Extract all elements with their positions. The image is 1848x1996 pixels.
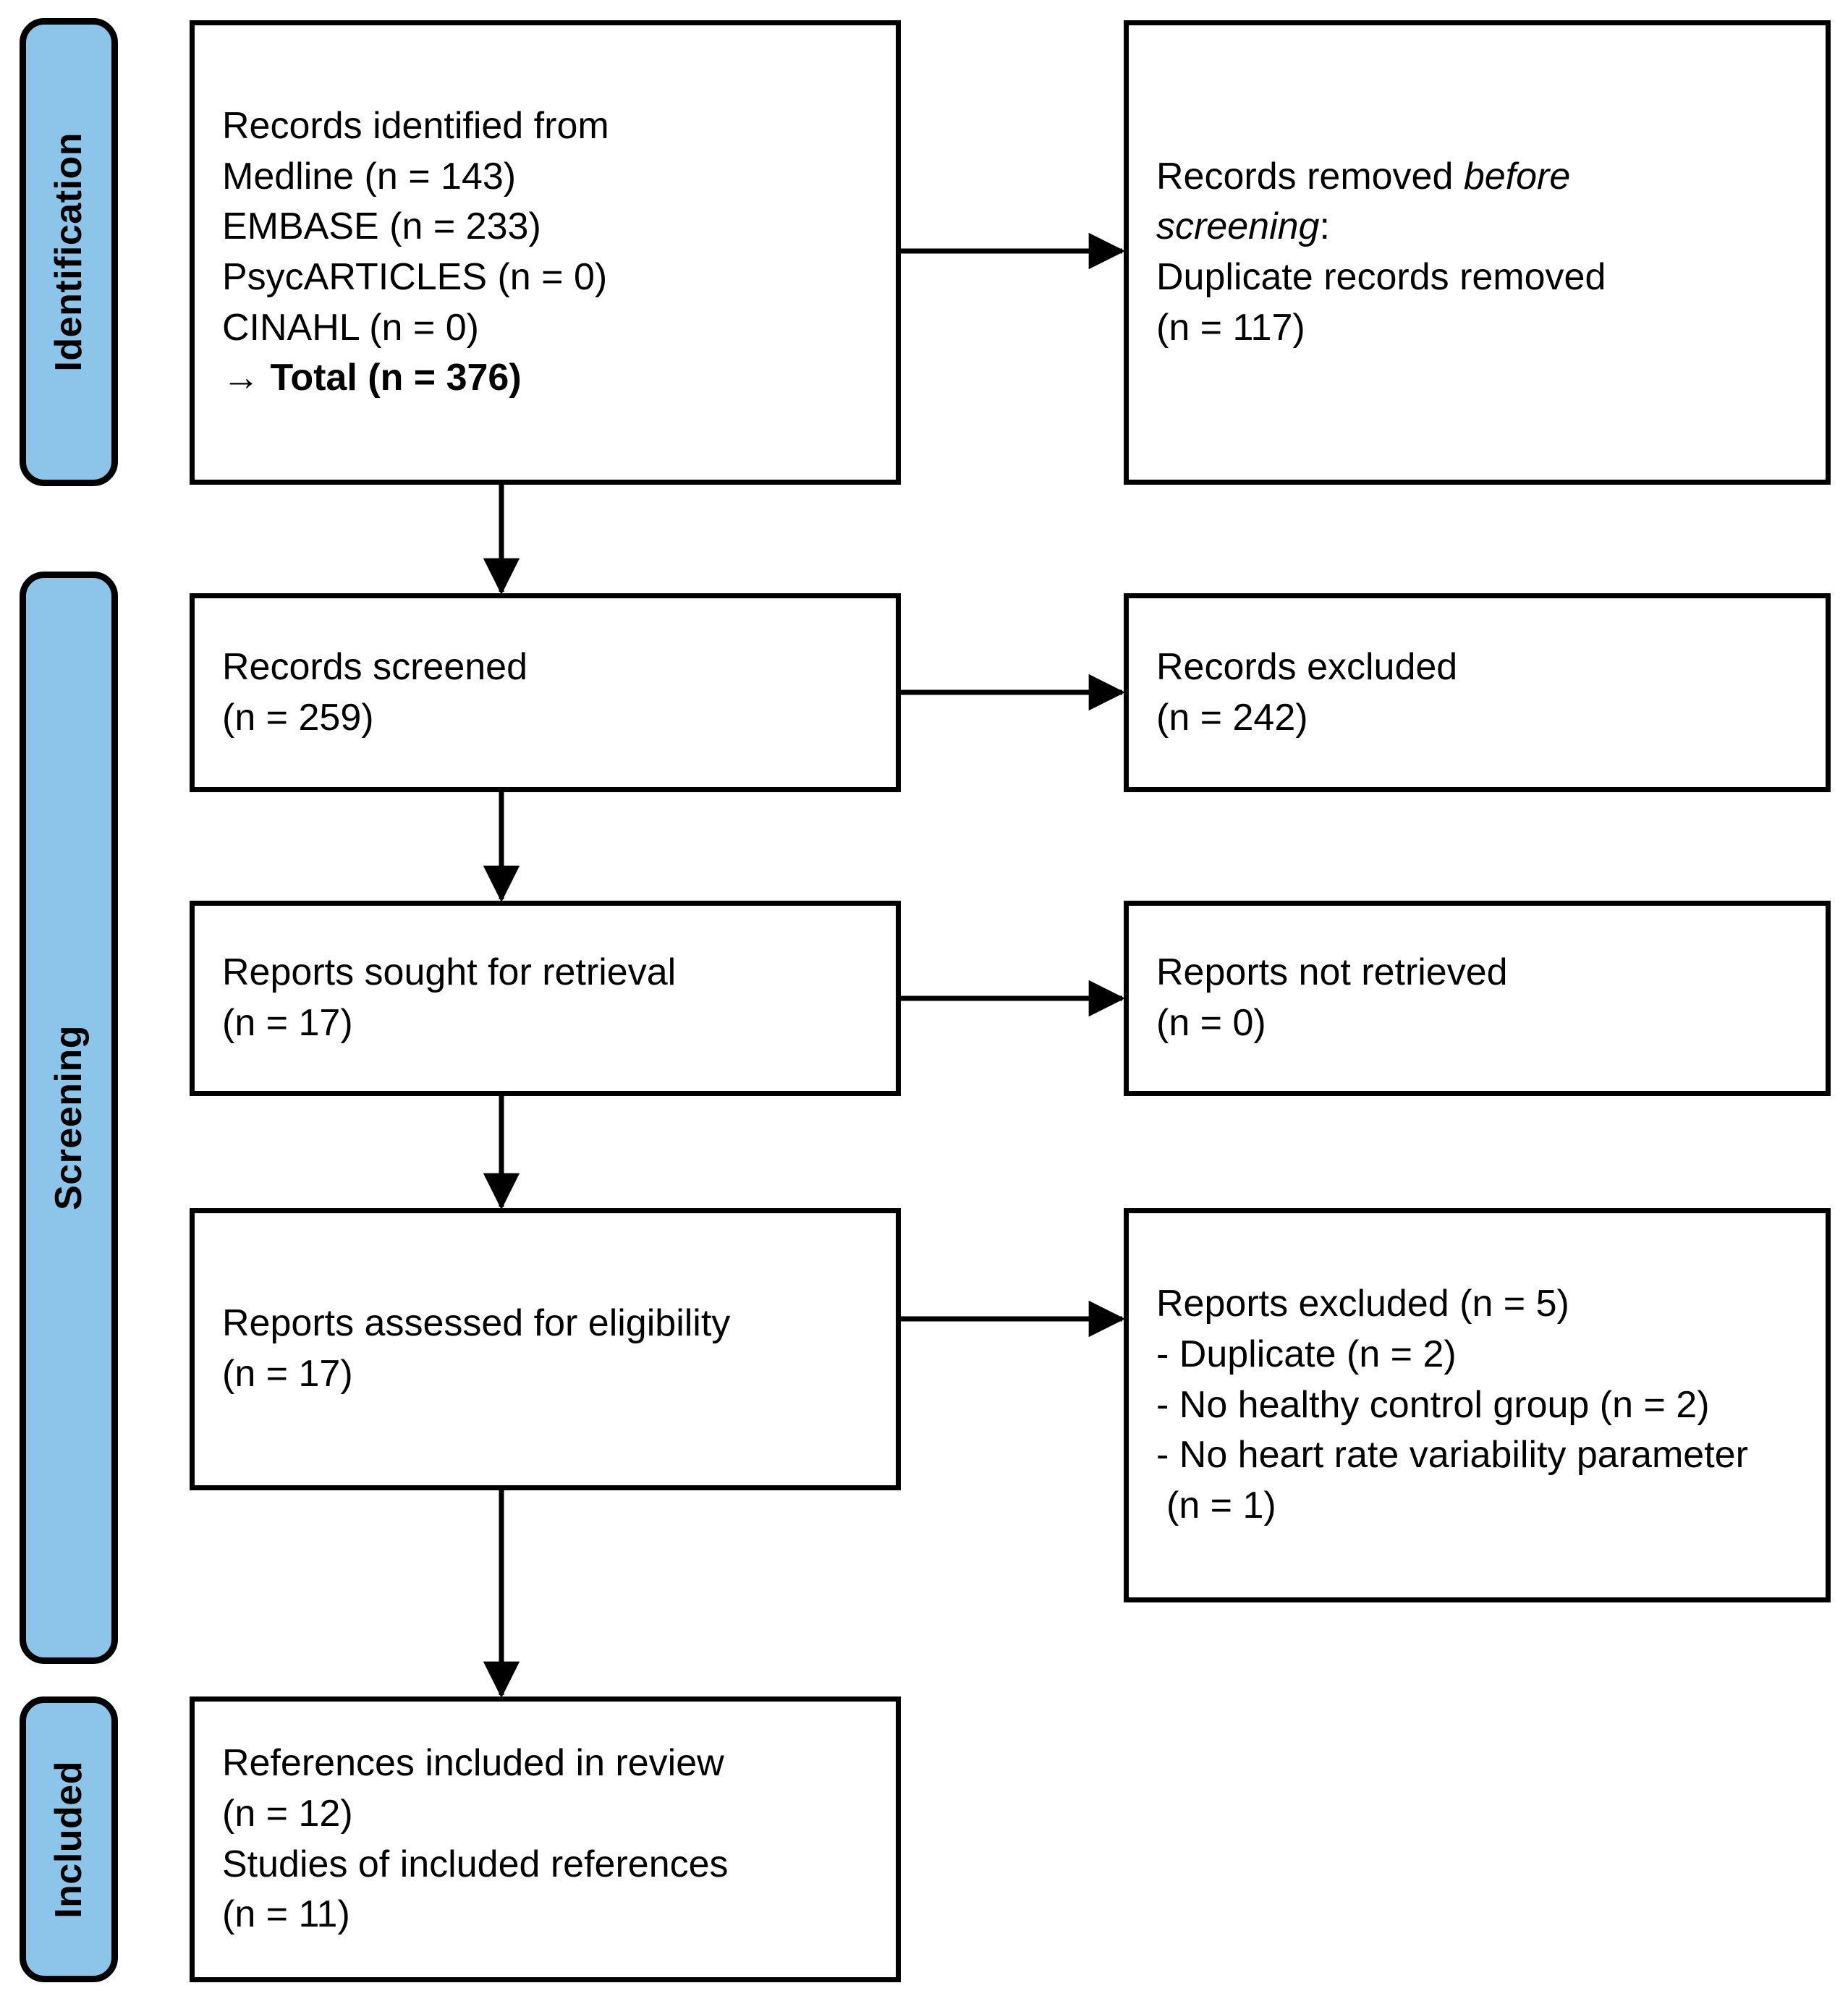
box-records-screened: Records screened (n = 259) [190, 593, 901, 792]
records-screened-line-1: Records screened [222, 645, 527, 688]
records-identified-line-1: Records identified from [222, 104, 609, 147]
records-removed-italic-screening: screening [1156, 205, 1320, 248]
reports-sought-line-1: Reports sought for retrieval [222, 951, 677, 994]
box-records-excluded: Records excluded (n = 242) [1124, 593, 1831, 792]
records-removed-prefix: Records removed [1156, 155, 1464, 198]
reports-assessed-line-2: (n = 17) [222, 1353, 353, 1395]
records-excluded-line-1: Records excluded [1156, 645, 1458, 688]
references-included-line-1: References included in review [222, 1742, 724, 1785]
reports-assessed-line-1: Reports assessed for eligibility [222, 1302, 731, 1345]
reports-excluded-reason-2: - No healthy control group (n = 2) [1156, 1383, 1710, 1426]
records-identified-total: → Total (n = 376) [222, 357, 522, 399]
box-reports-not-retrieved: Reports not retrieved (n = 0) [1124, 901, 1831, 1096]
records-removed-italic-before: before [1463, 155, 1571, 198]
records-identified-line-2: Medline (n = 143) [222, 155, 517, 198]
stage-bar-identification: Identification [20, 18, 118, 486]
records-excluded-line-2: (n = 242) [1156, 696, 1308, 739]
records-removed-line-4: (n = 117) [1156, 306, 1305, 349]
reports-excluded-reason-3: - No heart rate variability parameter [1156, 1434, 1748, 1477]
records-identified-line-5: CINAHL (n = 0) [222, 306, 479, 349]
references-included-line-3: Studies of included references [222, 1843, 729, 1885]
reports-not-retrieved-line-1: Reports not retrieved [1156, 951, 1508, 994]
box-reports-excluded: Reports excluded (n = 5) - Duplicate (n … [1124, 1208, 1831, 1602]
records-removed-line-3: Duplicate records removed [1156, 256, 1606, 298]
box-records-removed: Records removed before screening: Duplic… [1124, 20, 1831, 485]
box-reports-assessed: Reports assessed for eligibility (n = 17… [190, 1208, 901, 1490]
stage-label-included: Included [48, 1760, 90, 1919]
stage-label-screening: Screening [48, 1025, 90, 1210]
references-included-line-2: (n = 12) [222, 1792, 353, 1835]
stage-bar-screening: Screening [20, 572, 118, 1664]
records-screened-line-2: (n = 259) [222, 696, 374, 739]
box-records-identified: Records identified from Medline (n = 143… [190, 20, 901, 485]
stage-bar-included: Included [20, 1696, 118, 1982]
records-removed-line-2: screening: [1156, 202, 1798, 252]
reports-excluded-header: Reports excluded (n = 5) [1156, 1283, 1569, 1325]
stage-label-identification: Identification [48, 132, 90, 372]
reports-excluded-reason-3-count: (n = 1) [1166, 1485, 1276, 1526]
references-included-line-4: (n = 11) [222, 1893, 350, 1936]
reports-not-retrieved-line-2: (n = 0) [1156, 1002, 1266, 1044]
box-references-included: References included in review (n = 12) S… [190, 1696, 901, 1982]
box-reports-sought: Reports sought for retrieval (n = 17) [190, 901, 901, 1096]
records-removed-colon: : [1319, 205, 1330, 248]
records-identified-line-3: EMBASE (n = 233) [222, 205, 541, 248]
reports-excluded-reason-1: - Duplicate (n = 2) [1156, 1333, 1457, 1375]
records-identified-line-4: PsycARTICLES (n = 0) [222, 256, 608, 298]
records-removed-line-1: Records removed before [1156, 152, 1798, 203]
reports-sought-line-2: (n = 17) [222, 1002, 353, 1044]
